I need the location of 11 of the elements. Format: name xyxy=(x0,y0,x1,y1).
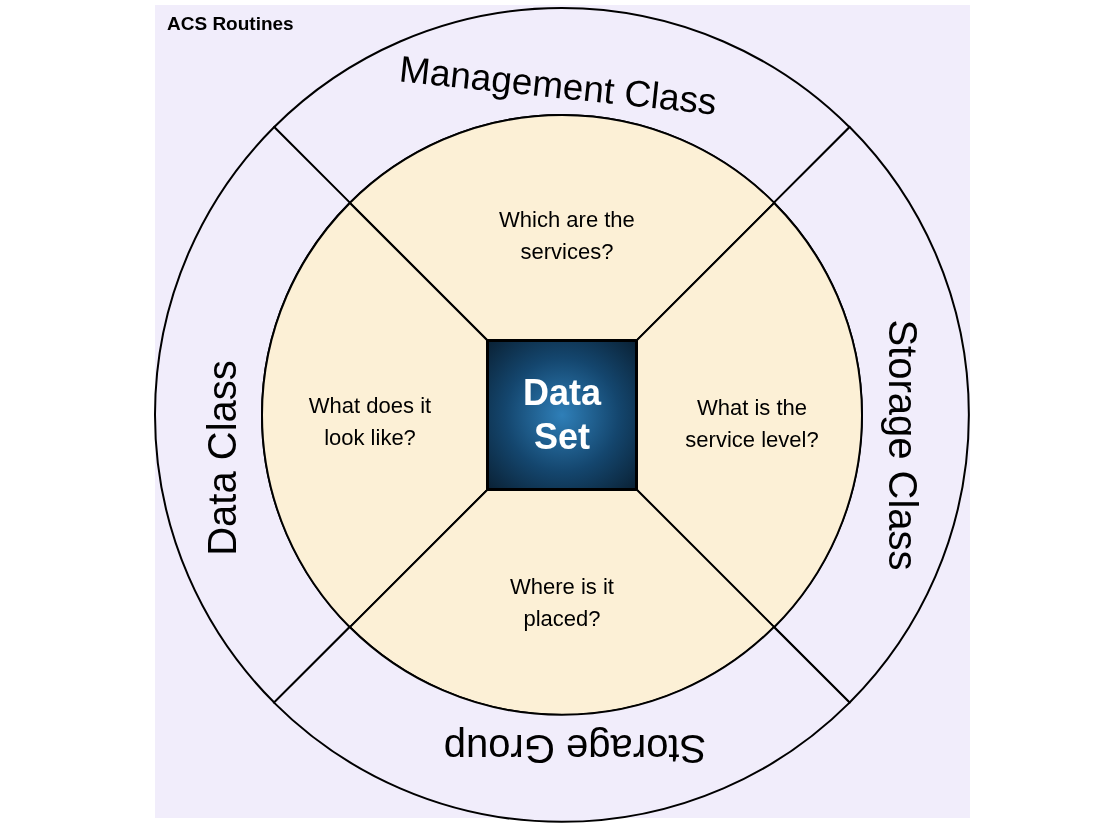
center-box xyxy=(487,340,637,490)
sector-label: Storage Group xyxy=(443,725,707,771)
panel-title: ACS Routines xyxy=(167,13,294,35)
question-text: Where is it placed? xyxy=(509,573,615,633)
sector-label: Management Class xyxy=(397,48,719,124)
sector-label: Storage Class xyxy=(879,319,925,571)
question-text: Which are the services? xyxy=(498,206,636,266)
box-label: Data Set xyxy=(522,371,603,459)
question-text: What does it look like? xyxy=(307,392,433,452)
question-text: What is the service level? xyxy=(684,394,820,454)
sector-label: Data Class xyxy=(199,360,245,556)
